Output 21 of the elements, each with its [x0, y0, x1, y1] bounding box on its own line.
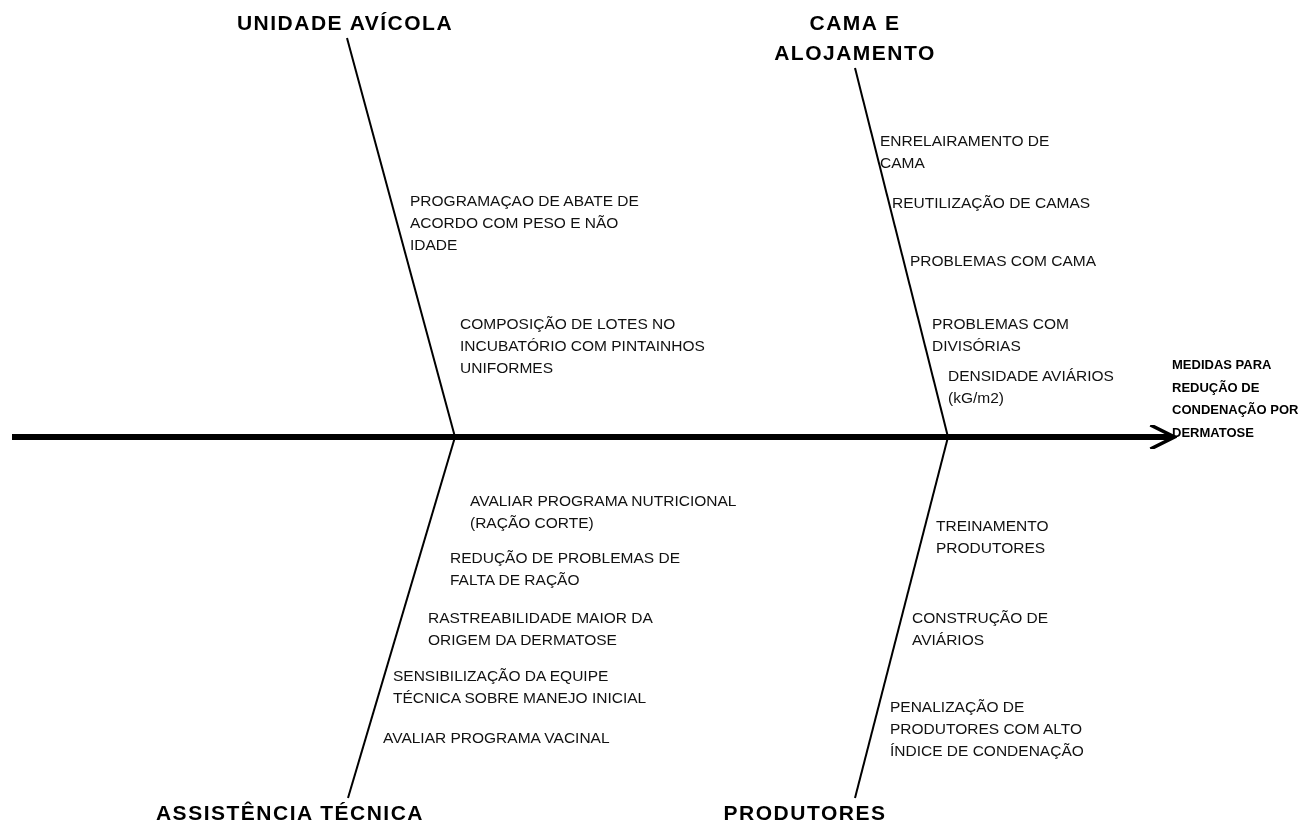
- cause-text: PROBLEMAS COM CAMA: [910, 251, 1098, 271]
- category-label: ASSISTÊNCIA TÉCNICA: [130, 798, 450, 828]
- cause-text: REUTILIZAÇÃO DE CAMAS: [892, 193, 1092, 213]
- cause-text: AVALIAR PROGRAMA NUTRICIONAL (RAÇÃO CORTE): [470, 491, 737, 533]
- category-label: UNIDADE AVÍCOLA: [195, 8, 495, 38]
- cause-text: AVALIAR PROGRAMA VACINAL: [383, 728, 611, 748]
- cause-text: COMPOSIÇÃO DE LOTES NO INCUBATÓRIO COM PINTAINHOS UNIFORMES: [460, 314, 706, 378]
- cause-text: CONSTRUÇÃO DE AVIÁRIOS: [912, 608, 1050, 650]
- cause-text: SENSIBILIZAÇÃO DA EQUIPE TÉCNICA SOBRE MANEJO INICIAL: [393, 666, 648, 708]
- spine-arrow: [12, 423, 1177, 451]
- cause-text: PROBLEMAS COM DIVISÓRIAS: [932, 314, 1070, 356]
- category-label: PRODUTORES: [700, 798, 910, 828]
- cause-text: ENRELAIRAMENTO DE CAMA: [880, 131, 1051, 173]
- cause-text: TREINAMENTO PRODUTORES: [936, 516, 1050, 558]
- effect-label: MEDIDAS PARA REDUÇÃO DE CONDENAÇÃO POR DERMATOSE: [1172, 354, 1307, 444]
- category-label: CAMA E ALOJAMENTO: [750, 8, 960, 68]
- cause-text: PENALIZAÇÃO DE PRODUTORES COM ALTO ÍNDICE DE CONDENAÇÃO: [890, 697, 1085, 761]
- cause-text: RASTREABILIDADE MAIOR DA ORIGEM DA DERMATOSE: [428, 608, 654, 650]
- cause-text: PROGRAMAÇAO DE ABATE DE ACORDO COM PESO E NÃO IDADE: [410, 191, 640, 255]
- cause-text: DENSIDADE AVIÁRIOS (kG/m2): [948, 366, 1115, 408]
- cause-text: REDUÇÃO DE PROBLEMAS DE FALTA DE RAÇÃO: [450, 548, 681, 590]
